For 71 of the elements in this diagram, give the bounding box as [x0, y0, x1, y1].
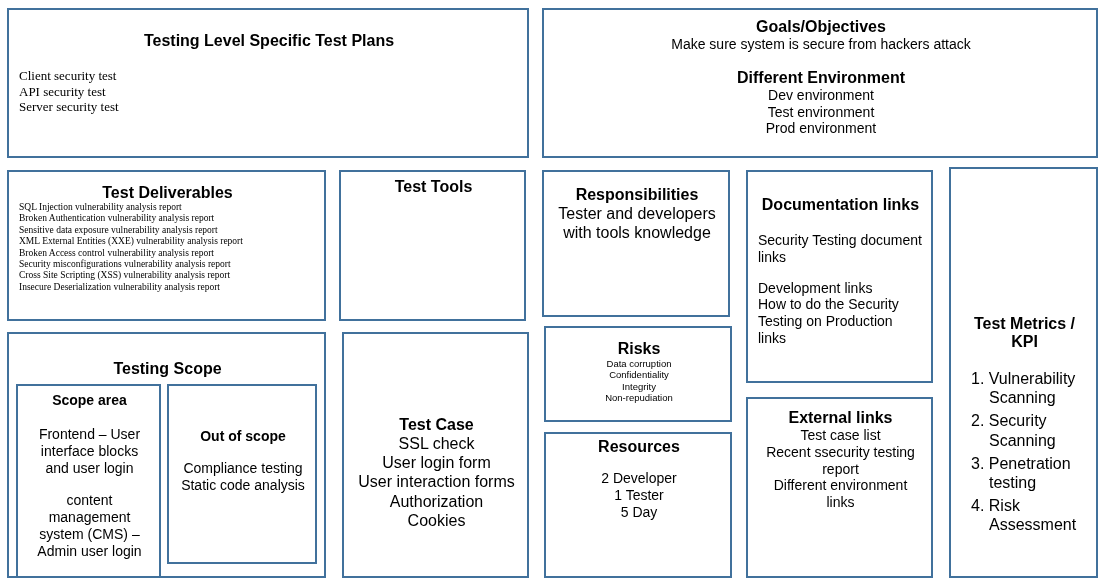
panel-text: Dev environment — [767, 86, 875, 104]
panel-heading: Out of scope — [199, 428, 287, 444]
section-panel — [542, 170, 730, 317]
panel-text: Make sure system is secure from hackers attack — [670, 36, 972, 53]
section-panel — [949, 167, 1098, 578]
panel-text: 2. Security Scanning — [970, 411, 1057, 450]
section-panel — [544, 432, 732, 578]
panel-heading: Goals/Objectives — [755, 18, 887, 36]
panel-text: Tester and developers with tools knowledge — [557, 204, 717, 243]
panel-heading: Test Metrics / KPI — [972, 315, 1077, 351]
panel-text: SSL check — [397, 434, 476, 454]
panel-heading: Scope area — [51, 392, 128, 408]
panel-text: Confidentiality — [608, 369, 670, 381]
panel-heading: Test Tools — [393, 178, 474, 196]
panel-heading: Documentation links — [760, 196, 921, 214]
section-panel — [7, 170, 326, 321]
panel-text: Authorization — [388, 491, 485, 511]
panel-text: 4. Risk Assessment — [970, 496, 1078, 535]
section-panel — [746, 397, 933, 578]
panel-text: 1. Vulnerability Scanning — [970, 369, 1077, 408]
panel-heading: Different Environment — [736, 68, 906, 87]
section-panel — [339, 170, 526, 321]
panel-text: Different environment links — [772, 477, 909, 511]
panel-heading: Testing Scope — [112, 360, 223, 378]
panel-text: Broken Access control vulnerability analysis report — [19, 247, 215, 259]
panel-text: Security Testing document links — [758, 232, 923, 266]
panel-text: Integrity — [621, 380, 657, 393]
panel-heading: Testing Level Specific Test Plans — [142, 32, 396, 50]
panel-text: Security misconfigurations vulnerability analysis report — [19, 258, 232, 271]
panel-text: Compliance testing — [182, 460, 304, 477]
section-panel — [544, 326, 732, 422]
panel-text: Development links — [758, 279, 874, 297]
panel-text: API security test — [19, 83, 107, 100]
panel-text: Cross Site Scripting (XSS) vulnerability analysis report — [19, 270, 232, 282]
panel-heading: Resources — [597, 438, 681, 456]
panel-text: Server security test — [19, 99, 120, 115]
panel-text: Data corruption — [605, 358, 673, 370]
panel-text: Test environment — [766, 103, 876, 121]
panel-heading: Risks — [616, 340, 662, 358]
panel-text: How to do the Security Testing on Production links — [758, 296, 900, 347]
section-panel — [16, 384, 161, 578]
panel-text: Cookies — [406, 510, 467, 530]
section-panel — [7, 8, 529, 158]
panel-text: Client security test — [19, 68, 118, 84]
panel-text: 3. Penetration testing — [970, 453, 1072, 493]
panel-heading: Test Case — [398, 416, 475, 434]
panel-text: User login form — [381, 453, 492, 473]
panel-text: content management system (CMS) – Admin user login — [36, 492, 143, 560]
panel-text: Prod environment — [764, 120, 878, 138]
panel-text: 2 Developer — [600, 470, 678, 487]
panel-text: XML External Entities (XXE) vulnerability analysis report — [19, 236, 244, 248]
section-panel — [7, 332, 326, 578]
panel-text: 5 Day — [619, 503, 659, 521]
panel-text: Static code analysis — [180, 476, 306, 494]
panel-text: 1 Tester — [613, 486, 665, 504]
panel-heading: Responsibilities — [574, 186, 700, 204]
panel-text: Sensitive data exposure vulnerability analysis report — [19, 224, 219, 237]
panel-text: Insecure Deserialization vulnerability analysis report — [19, 281, 221, 294]
panel-text: Recent ssecurity testing report — [765, 443, 916, 478]
panel-text: Broken Authentication vulnerability analysis report — [19, 213, 216, 225]
panel-heading: External links — [787, 409, 894, 427]
section-panel — [342, 332, 529, 578]
section-panel — [746, 170, 933, 383]
section-panel — [542, 8, 1098, 158]
panel-text: Frontend – User interface blocks and user login — [37, 426, 142, 477]
panel-text: Test case list — [799, 427, 882, 444]
panel-text: User interaction forms — [357, 472, 516, 492]
panel-heading: Test Deliverables — [101, 184, 234, 202]
section-panel — [167, 384, 317, 564]
panel-text: Non-repudiation — [604, 392, 674, 404]
panel-text: SQL Injection vulnerability analysis report — [19, 202, 183, 214]
